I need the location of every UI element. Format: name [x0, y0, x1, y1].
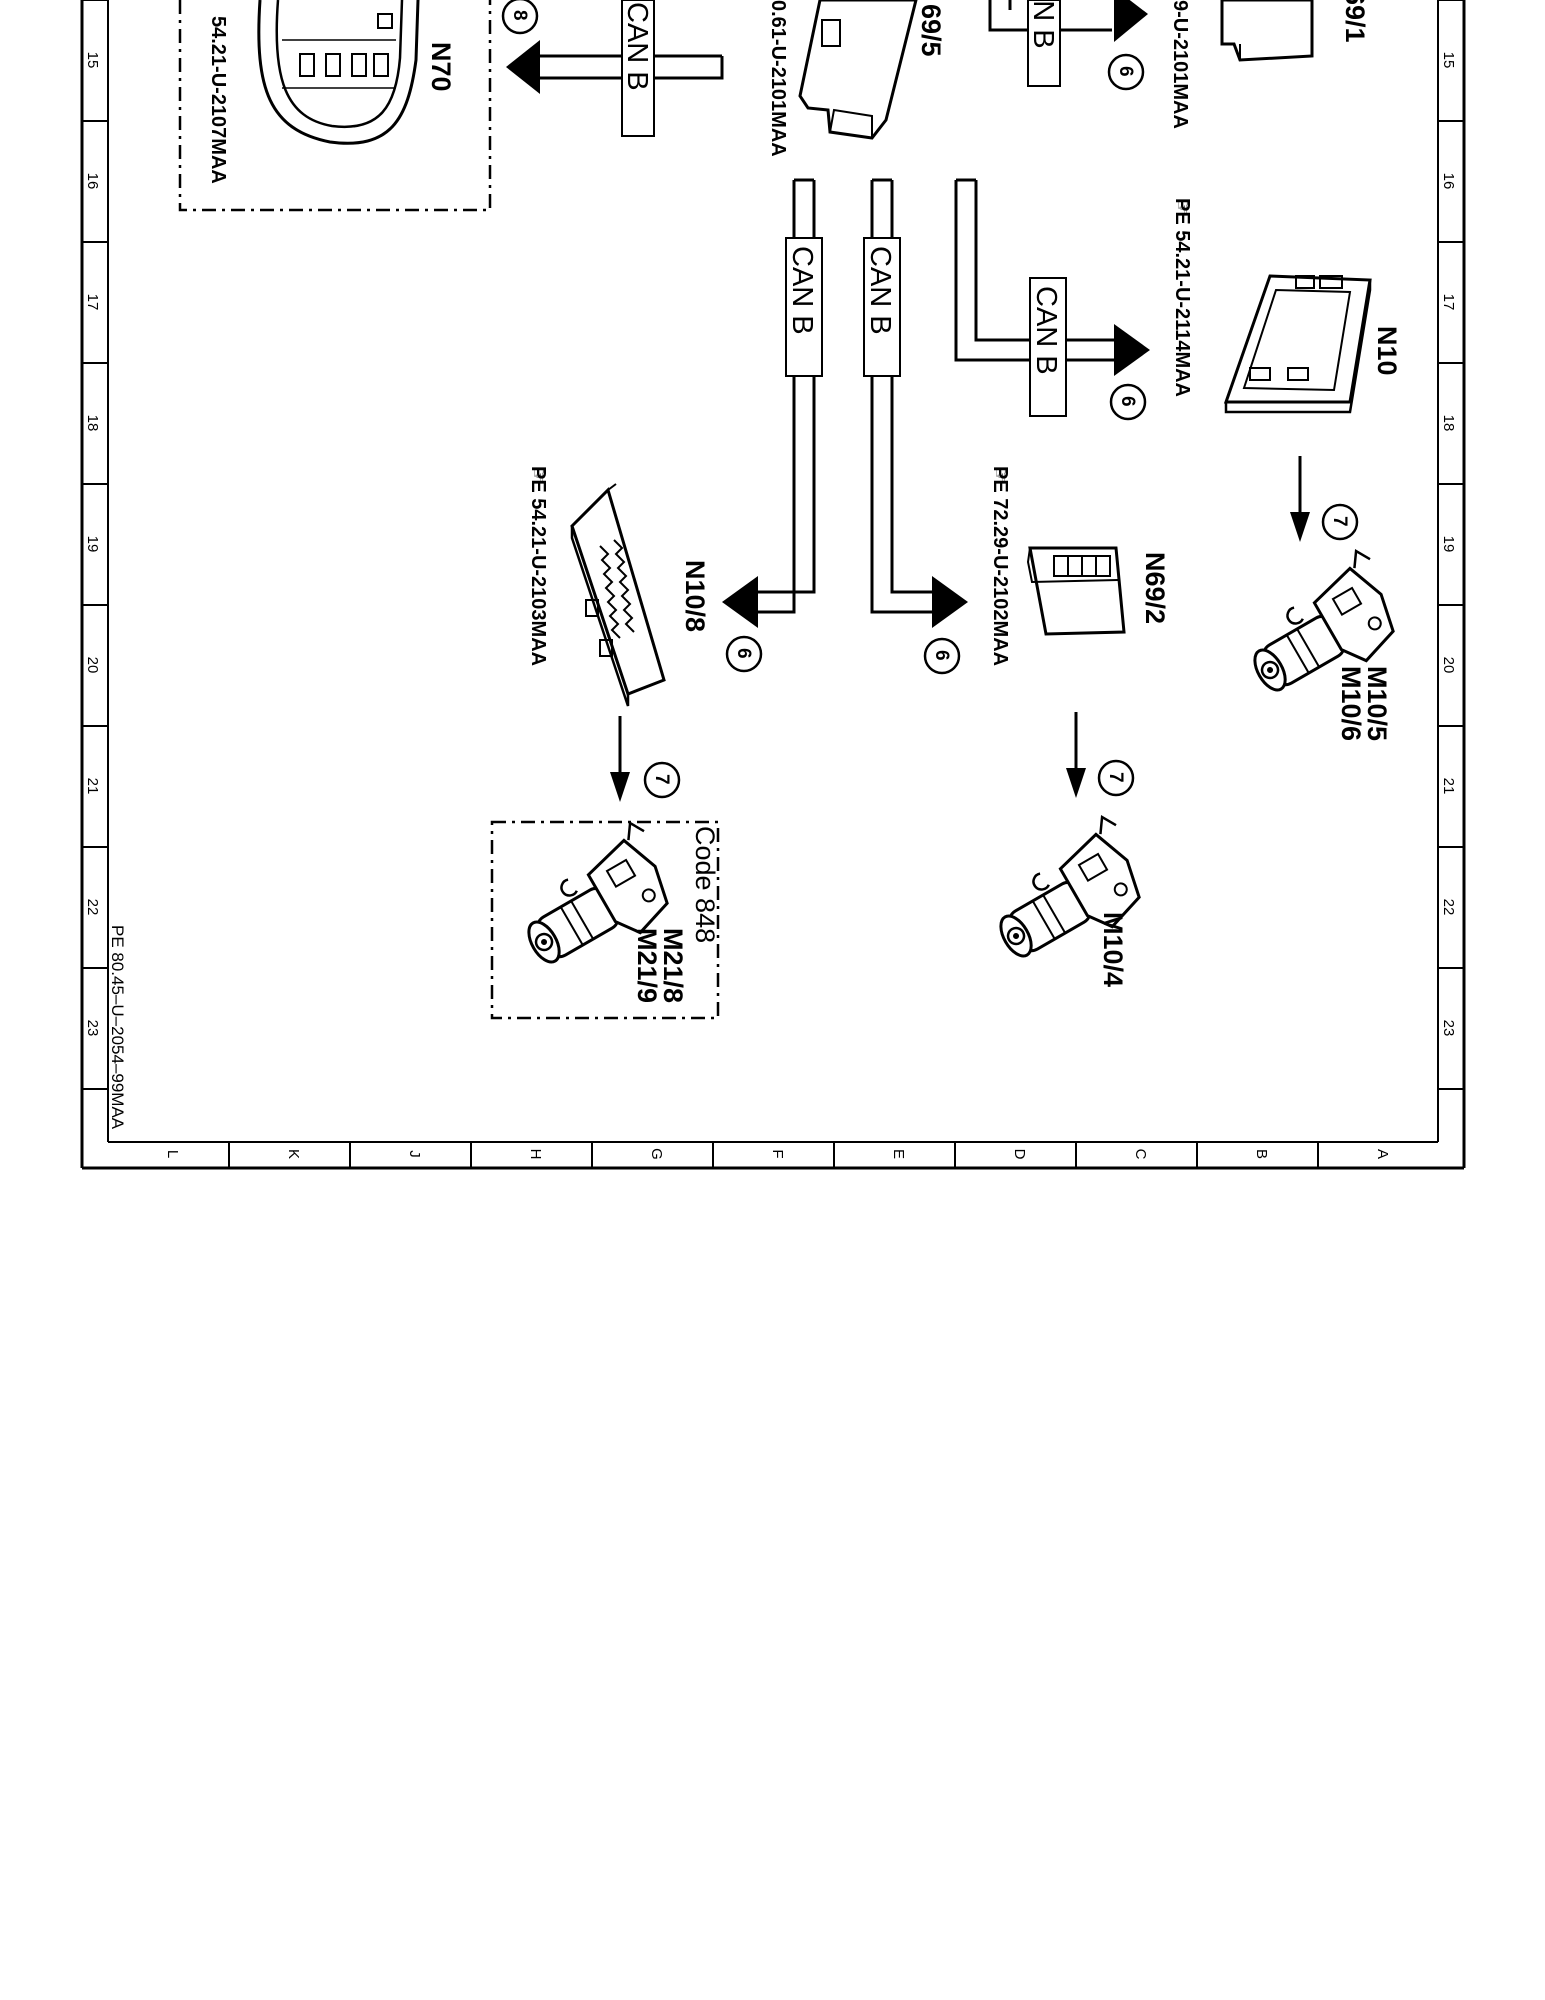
ruler-number: 20: [84, 657, 101, 674]
ruler-letter: E: [890, 1149, 907, 1159]
ruler-number: 17: [1440, 294, 1457, 311]
ruler-letter: K: [285, 1149, 302, 1159]
ruler-number: 16: [84, 173, 101, 190]
hand-pointer-icon: ☞: [527, 466, 549, 484]
svg-text:6: 6: [931, 650, 952, 661]
ruler-number: 16: [1440, 173, 1457, 190]
n10-8-module: [570, 483, 666, 707]
ruler-number: 22: [84, 899, 101, 916]
m10-6-label: M10/6: [1336, 666, 1366, 741]
n69-1-label: 69/1: [1340, 0, 1370, 43]
ruler-number: 20: [1440, 657, 1457, 674]
svg-text:6: 6: [1115, 66, 1136, 77]
callout-6: 6: [923, 637, 961, 675]
can-b-label: CAN B: [621, 2, 653, 91]
footer-reference: PE 80.45–U–2054–99MAA: [108, 925, 127, 1130]
ruler-number: 22: [1440, 899, 1457, 916]
svg-text:8: 8: [509, 10, 530, 21]
ruler-letter: F: [769, 1149, 786, 1158]
ruler-letter: C: [1132, 1149, 1149, 1160]
n10-8-reference: PE 54.21-U-2103MAA: [527, 466, 549, 666]
ruler-number: 21: [84, 778, 101, 795]
n69-1-control-module: [1220, 0, 1314, 62]
ruler-letter: L: [164, 1150, 181, 1158]
m10-4-label: M10/4: [1098, 912, 1128, 987]
ruler-number: 23: [84, 1020, 101, 1037]
can-b-branch-n10-8: [722, 576, 816, 628]
can-b-label: CAN B: [864, 246, 896, 335]
m10-4-motor: [974, 811, 1161, 979]
can-b-branch-n69-2: [870, 576, 968, 628]
can-b-label: CAN B: [786, 246, 818, 335]
can-b-box: [1029, 277, 1067, 417]
ruler-number: 15: [1440, 52, 1457, 69]
ruler-letter: D: [1011, 1149, 1028, 1160]
n10-reference: PE 54.21-U-2114MAA: [1171, 198, 1193, 397]
svg-text:7: 7: [1329, 516, 1350, 527]
callout-6: 6: [1107, 53, 1145, 91]
can-b-trunk-lines: [792, 178, 1150, 590]
ruler-number: 21: [1440, 778, 1457, 795]
link-n10-to-m10-5: [1290, 456, 1310, 542]
m10-5-label: M10/5: [1362, 666, 1392, 741]
n69-5-label: 69/5: [916, 4, 946, 57]
can-b-link-top: [988, 0, 1148, 87]
n10-8-label: N10/8: [680, 560, 710, 632]
svg-text:7: 7: [651, 774, 672, 785]
ruler-letter: J: [406, 1150, 423, 1158]
n70-label: N70: [426, 42, 456, 92]
svg-text:6: 6: [733, 648, 754, 659]
n69-5-control-module: [798, 0, 918, 140]
link-n69-2-to-m10-4: [1066, 712, 1086, 798]
ruler-numbers-right: 15 16 17 18 19 20 21 22 23: [1440, 52, 1457, 1037]
n69-5-reference: 0.61-U-2101MAA: [767, 0, 789, 157]
ruler-number: 23: [1440, 1020, 1457, 1037]
ruler-number: 18: [1440, 415, 1457, 432]
n69-1-reference: 9-U-2101MAA: [1169, 0, 1191, 129]
m21-9-label: M21/9: [632, 928, 662, 1003]
ruler-number: 19: [1440, 536, 1457, 553]
ruler-number: 18: [84, 415, 101, 432]
ruler-number: 15: [84, 52, 101, 69]
n10-sam-module: [1223, 274, 1372, 414]
ruler-letter: A: [1374, 1149, 1391, 1159]
n10-label: N10: [1372, 326, 1402, 376]
callout-7: 7: [1321, 503, 1359, 541]
callout-7: 7: [1097, 759, 1135, 797]
ruler-letters: L K J H G F E D C B A: [164, 1148, 1391, 1160]
callout-8: 8: [501, 0, 539, 35]
ruler-number: 17: [84, 294, 101, 311]
ruler-letter: H: [527, 1149, 544, 1160]
ruler-letter: B: [1253, 1149, 1270, 1159]
sheet-frame: [80, 0, 1466, 1170]
callout-6: 6: [725, 635, 763, 673]
n70-reference: 54.21-U-2107MAA: [207, 16, 229, 184]
code-848-option-box: [490, 820, 720, 1020]
can-b-label: CAN B: [1030, 286, 1062, 375]
can-b-label: CAN B: [1027, 0, 1059, 49]
svg-text:6: 6: [1117, 396, 1138, 407]
ruler-number: 19: [84, 536, 101, 553]
n69-2-label: N69/2: [1140, 552, 1170, 624]
can-b-link-to-n70: [506, 0, 724, 137]
can-b-box: [863, 237, 901, 377]
can-b-box: [785, 237, 823, 377]
ruler-numbers-left: 15 16 17 18 19 20 21 22 23: [84, 52, 101, 1037]
m21-8-label: M21/8: [658, 928, 688, 1003]
n69-2-control-module: [1026, 546, 1126, 636]
callout-7: 7: [643, 761, 681, 799]
code-848-label: Code 848: [690, 826, 720, 943]
ruler-letter: G: [648, 1148, 665, 1160]
hand-pointer-icon: ☞: [1171, 198, 1193, 216]
callout-6: 6: [1109, 383, 1147, 421]
svg-text:7: 7: [1105, 772, 1126, 783]
link-n10-8-to-m21-8: [610, 716, 630, 802]
hand-pointer-icon: ☞: [989, 466, 1011, 484]
n69-2-reference: PE 72.29-U-2102MAA: [989, 466, 1011, 666]
n70-interior-light-unit: [178, 0, 492, 212]
